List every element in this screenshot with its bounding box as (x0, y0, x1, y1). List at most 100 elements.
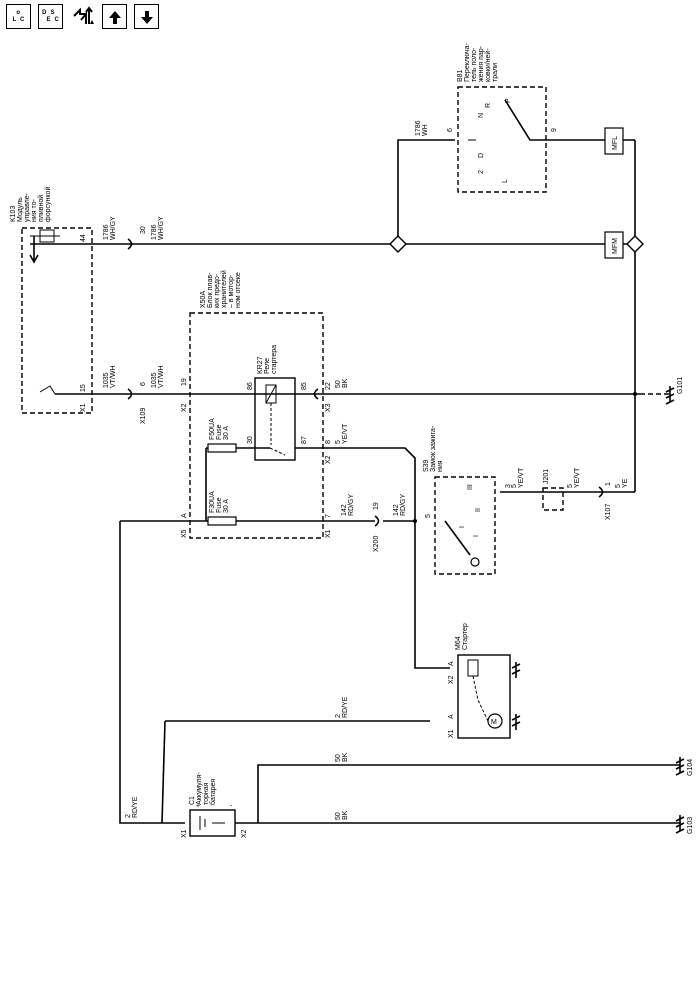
switch-position-label: II (475, 508, 482, 512)
s39-label: S39 (423, 459, 430, 472)
k103-desc: ния то- (31, 198, 38, 222)
k103-coil (39, 229, 55, 243)
pin-label: 22 (325, 382, 332, 390)
kr27-switch (269, 403, 286, 456)
motor-label: M (491, 719, 497, 726)
arrow-down-icon (140, 10, 153, 24)
wire-number: 2 (125, 814, 132, 818)
connector-label: X2 (448, 675, 455, 684)
k103-desc: форсункой (44, 187, 52, 222)
wire-color: RD/YE (342, 696, 349, 718)
wire-number: 2 (335, 714, 342, 718)
f30ua-label: F30UA (209, 491, 216, 513)
m64-desc: Стартер (462, 623, 469, 650)
wire-color: YE/VT (518, 467, 525, 488)
switch-position-label: 2 (478, 170, 485, 174)
location-button[interactable]: L o C (6, 4, 31, 29)
c1-desc: Аккумуля- (196, 772, 203, 805)
splice-diamond (626, 235, 644, 253)
wire-color: WH (422, 124, 429, 136)
kr27-coil-diag (265, 384, 277, 404)
c1-label: C1 (189, 796, 196, 805)
b81-box (457, 86, 547, 193)
wire-color: RD/YE (132, 796, 139, 818)
connector-label: X2 (181, 403, 188, 412)
b81-switch-arm (504, 99, 545, 141)
wire-number: 1035 (151, 372, 158, 388)
toolbar: L o C D E S C (6, 4, 159, 29)
k103-desc: управле- (24, 192, 31, 222)
pin-label: A (181, 513, 188, 518)
f50ua-fuse (207, 443, 237, 453)
kr27-desc: Реле (264, 358, 271, 374)
k103-desc: пливной (37, 195, 45, 222)
connector-symbol (374, 515, 380, 527)
wire-number: 1786 (151, 224, 158, 240)
pin-label: 44 (80, 234, 87, 242)
mfl-box (604, 127, 624, 155)
switch-position-label: III (467, 484, 474, 490)
connector-label: MFL (612, 136, 619, 150)
pin-label: 9 (551, 128, 558, 132)
connector-label: X200 (373, 536, 380, 552)
f50ua-label: F50UA (209, 418, 216, 440)
wire-number: 50 (335, 754, 342, 762)
m64-label: M64 (455, 636, 462, 650)
wire-to-starter-x2 (414, 521, 450, 669)
connector-symbol (313, 388, 319, 400)
location-letter-c: C (20, 16, 25, 23)
connector-symbol (598, 486, 604, 498)
next-button[interactable] (134, 4, 159, 29)
connector-label: MFM (612, 238, 619, 254)
wire-number: 1786 (103, 224, 110, 240)
b81-desc: ковки/ней- (484, 48, 492, 82)
s39-desc: Замок зажига- (430, 425, 437, 472)
splice-dot (413, 519, 417, 523)
description-button[interactable]: D E S C (38, 4, 63, 29)
ground-symbol (511, 714, 521, 730)
k103-label: K103 (10, 206, 17, 222)
description-letter-d: D (42, 9, 47, 16)
ground-label: G101 (677, 377, 684, 394)
m64-motor-circle (487, 713, 503, 729)
b81-label: B81 (457, 69, 464, 82)
wire-number: 50 (335, 380, 342, 388)
previous-button[interactable] (102, 4, 127, 29)
battery-symbol (199, 816, 225, 830)
connector-label: X1 (325, 529, 332, 538)
c1-desc: батарея (209, 779, 217, 805)
switch-position-label: R (485, 103, 492, 108)
wire-number: 142 (341, 504, 348, 516)
switch-position-label: L (502, 179, 509, 183)
ground-label: G104 (687, 759, 694, 776)
connector-label: X1 (448, 729, 455, 738)
switch-position-label: I (459, 526, 466, 528)
s39-box (434, 476, 496, 575)
wire-number: 5 (567, 484, 574, 488)
x50a-box (189, 312, 324, 539)
c1-desc: торная (203, 782, 210, 805)
c1-battery-box (189, 809, 236, 837)
pin-label: 19 (373, 502, 380, 510)
wire-number: 1786 (415, 120, 422, 136)
connector-view-button[interactable] (70, 4, 95, 29)
x50a-desc: Блок плав- (207, 272, 214, 308)
x50a-label: X50A (200, 291, 207, 308)
x50a-desc: ном отсеке (235, 272, 242, 308)
pin-label: 3 (505, 484, 512, 488)
switch-position-label: N (478, 113, 485, 118)
wire-connect-icon (73, 6, 94, 24)
plus-terminal: + (196, 803, 200, 810)
wire-number: 50 (335, 812, 342, 820)
x50a-desc: хранителей (220, 270, 228, 308)
m64-box (457, 654, 511, 739)
description-letter-s: S (50, 9, 55, 16)
pin-label: 8 (325, 440, 332, 444)
connector-label: X2 (325, 455, 332, 464)
wire-color: WH/GY (110, 216, 117, 240)
b81-desc: жения пар- (478, 45, 485, 82)
b81-desc: трали (492, 63, 499, 82)
wire-number: 142 (393, 504, 400, 516)
switch-position-label: D (478, 153, 485, 158)
